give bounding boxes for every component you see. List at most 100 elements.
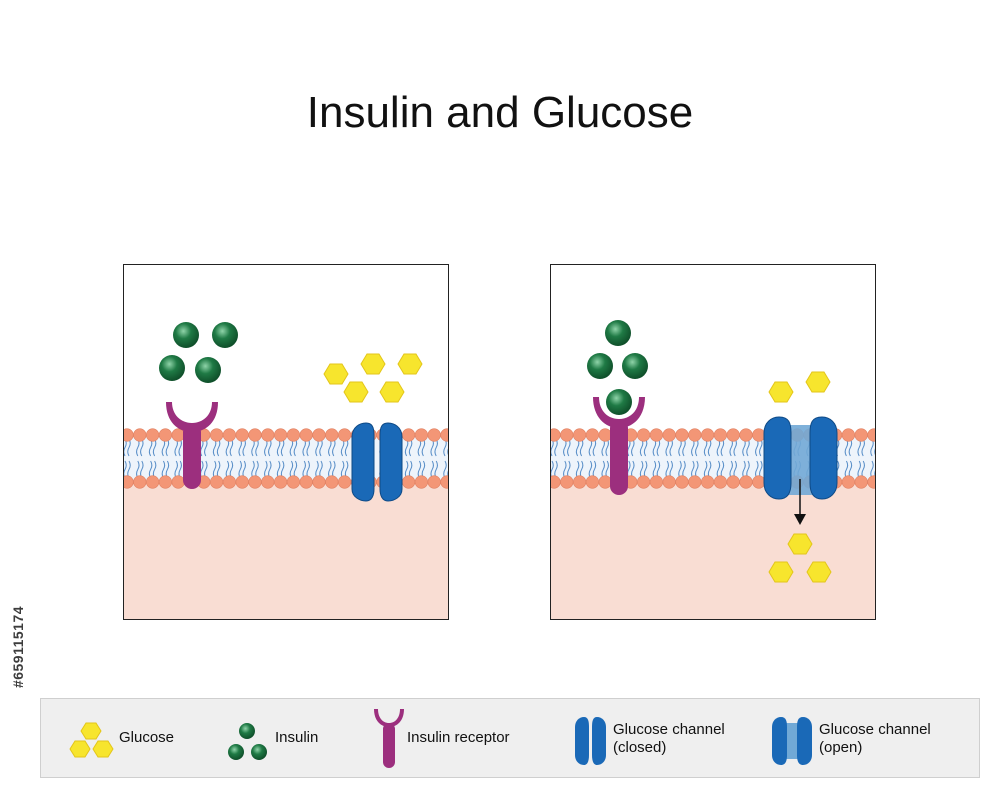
legend-item-receptor: Insulin receptor bbox=[371, 699, 551, 779]
lipid-tail bbox=[242, 438, 246, 457]
lipid-tail bbox=[755, 460, 759, 479]
lipid-tail bbox=[430, 460, 434, 479]
phospholipid-head bbox=[867, 428, 875, 442]
legend-bar: Glucose Insulin Insulin receptor bbox=[40, 698, 980, 778]
lipid-tail bbox=[408, 438, 413, 457]
lipid-tail bbox=[293, 438, 298, 457]
phospholipid-head bbox=[414, 428, 429, 442]
glucose-molecule bbox=[323, 363, 349, 385]
insulin-molecule bbox=[587, 353, 613, 379]
insulin-receptor bbox=[593, 397, 645, 495]
phospholipid-head bbox=[299, 475, 313, 489]
legend-label-channel-open-line1: Glucose channel bbox=[819, 721, 931, 738]
phospholipid-head bbox=[338, 475, 352, 489]
phospholipid-head bbox=[841, 475, 856, 489]
phospholipid-head bbox=[171, 428, 185, 442]
lipid-tail bbox=[691, 460, 695, 479]
lipid-tail bbox=[344, 438, 349, 457]
lipid-tail bbox=[695, 438, 699, 457]
cytoplasm-region bbox=[124, 483, 448, 619]
lipid-tail bbox=[165, 438, 170, 457]
insulin-molecule bbox=[173, 322, 199, 348]
lipid-tail bbox=[306, 438, 310, 457]
phospholipid-head bbox=[739, 475, 753, 489]
insulin-molecule bbox=[159, 355, 185, 381]
panel-before-svg bbox=[124, 322, 448, 619]
lipid-tail bbox=[652, 460, 657, 479]
legend-label-receptor: Insulin receptor bbox=[407, 729, 510, 746]
phospholipid-head bbox=[572, 428, 587, 442]
lipid-tail bbox=[551, 460, 554, 479]
lipid-tail bbox=[178, 438, 182, 457]
lipid-tail bbox=[639, 460, 644, 479]
cytoplasm-region bbox=[551, 483, 875, 619]
phospholipid-head bbox=[688, 475, 702, 489]
legend-label-channel-closed-line1: Glucose channel bbox=[613, 721, 725, 738]
glucose-molecule bbox=[787, 533, 813, 555]
lipid-tail bbox=[289, 460, 294, 479]
lipid-tail bbox=[229, 438, 234, 457]
glucose-channel-closed bbox=[351, 422, 403, 502]
lipid-tail bbox=[848, 438, 853, 457]
phospholipid-head bbox=[440, 475, 448, 489]
lipid-tail bbox=[328, 460, 332, 479]
phospholipid-head bbox=[598, 428, 612, 442]
phospholipid-head bbox=[649, 475, 663, 489]
lipid-tail bbox=[421, 438, 426, 457]
phospholipid-head bbox=[739, 428, 753, 442]
lipid-tail bbox=[669, 438, 673, 457]
side-stamp: #659115174 bbox=[6, 565, 30, 730]
phospholipid-head bbox=[286, 475, 300, 489]
lipid-tail bbox=[447, 448, 448, 456]
lipid-tail bbox=[174, 460, 178, 479]
phospholipid-head bbox=[222, 428, 236, 442]
legend-item-glucose: Glucose bbox=[67, 699, 207, 779]
insulin-molecule bbox=[622, 353, 648, 379]
lipid-tail bbox=[729, 460, 733, 479]
phospholipid-head bbox=[427, 475, 441, 489]
phospholipid-head bbox=[701, 428, 715, 442]
lipid-tail bbox=[225, 460, 230, 479]
lipid-tail bbox=[127, 438, 131, 457]
phospholipid-head bbox=[752, 428, 766, 442]
phospholipid-head bbox=[701, 475, 715, 489]
phospholipid-head bbox=[402, 475, 416, 489]
legend-label-channel-open-line2: (open) bbox=[819, 739, 863, 756]
phospholipid-head bbox=[312, 475, 326, 489]
phospholipid-head bbox=[261, 428, 275, 442]
lipid-tail bbox=[124, 460, 127, 479]
phospholipid-head bbox=[585, 475, 600, 489]
lipid-tail bbox=[656, 438, 661, 457]
lipid-tail bbox=[720, 438, 725, 457]
lipid-tail bbox=[268, 438, 272, 457]
lipid-tail bbox=[315, 460, 319, 479]
panel-after-svg bbox=[551, 320, 875, 619]
lipid-tail bbox=[703, 460, 708, 479]
phospholipid-head bbox=[713, 475, 727, 489]
legend-item-insulin: Insulin bbox=[223, 699, 353, 779]
glucose-molecule bbox=[360, 353, 386, 375]
phospholipid-head bbox=[158, 475, 173, 489]
lipid-tail bbox=[212, 460, 217, 479]
phospholipid-head bbox=[662, 428, 676, 442]
lipid-tail bbox=[605, 438, 609, 457]
phospholipid-head bbox=[598, 475, 612, 489]
insulin-receptor-icon bbox=[374, 709, 404, 768]
phospholipid-head bbox=[325, 428, 339, 442]
phospholipid-head bbox=[312, 428, 326, 442]
panel-after-insulin-binding bbox=[550, 264, 876, 620]
phospholipid-head bbox=[675, 428, 689, 442]
phospholipid-head bbox=[124, 475, 134, 489]
phospholipid-head bbox=[752, 475, 766, 489]
legend-label-channel-closed-line2: (closed) bbox=[613, 739, 667, 756]
lipid-tail bbox=[148, 460, 153, 479]
phospholipid-head bbox=[133, 475, 147, 489]
glucose-molecule bbox=[379, 381, 405, 403]
glucose-channel-open bbox=[763, 416, 838, 500]
glucose-molecule bbox=[768, 561, 794, 583]
lipid-tail bbox=[152, 438, 157, 457]
phospholipid-head bbox=[414, 475, 429, 489]
phospholipid-head bbox=[145, 428, 160, 442]
phospholipid-head bbox=[636, 475, 651, 489]
phospholipid-head bbox=[427, 428, 441, 442]
